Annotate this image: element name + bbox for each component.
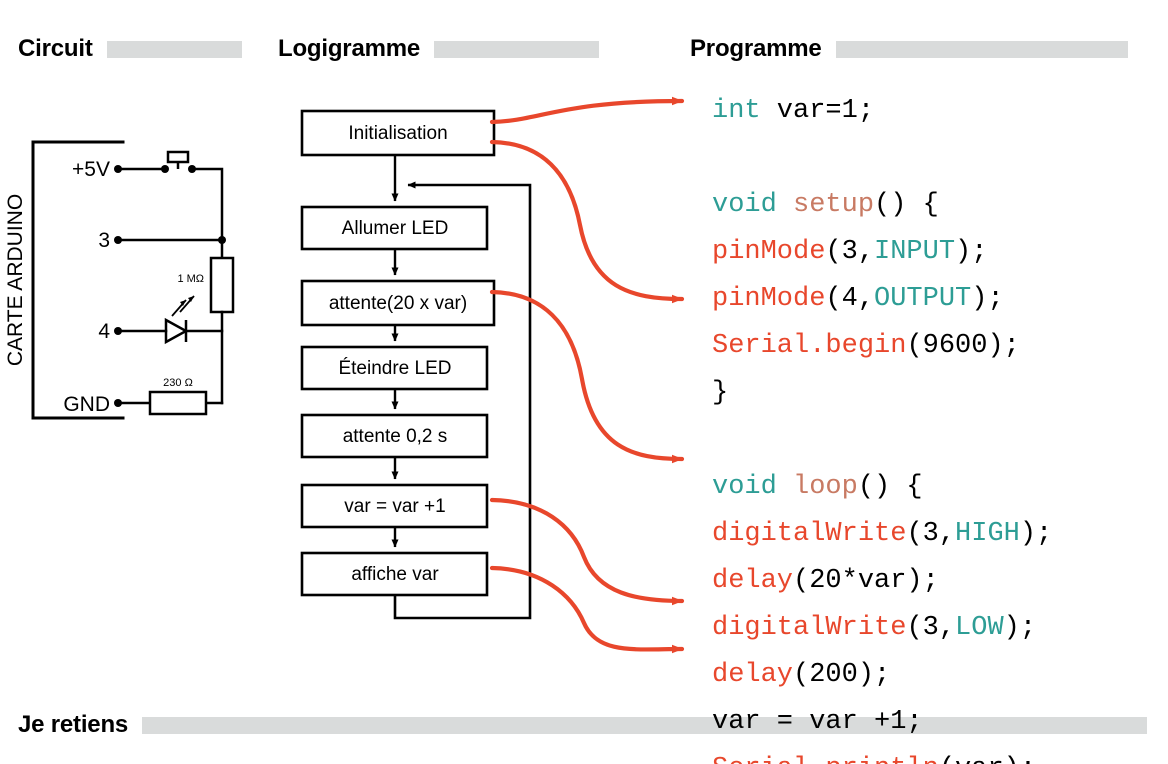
code-token: setup	[793, 190, 875, 220]
code-token: digitalWrite	[712, 519, 907, 549]
push-button-symbol	[161, 150, 196, 173]
code-token: int	[712, 96, 761, 126]
flow-label-on: Allumer LED	[342, 218, 449, 239]
code-token: LOW	[955, 613, 1004, 643]
led-symbol	[164, 295, 195, 345]
code-token: pinMode	[712, 237, 826, 267]
code-token: var = var +1;	[712, 707, 923, 737]
code-line: digitalWrite(3,HIGH);	[712, 511, 1052, 558]
code-token: delay	[712, 660, 794, 690]
code-token: (3,	[906, 613, 956, 643]
code-line: delay(200);	[712, 652, 1052, 699]
section-title-je-retiens: Je retiens	[18, 711, 129, 738]
code-token: );	[1019, 519, 1053, 549]
section-title-logigramme: Logigramme	[278, 35, 421, 62]
pin-label-3: 3	[98, 229, 110, 252]
code-token: }	[712, 378, 729, 408]
code-line: pinMode(3,INPUT);	[712, 229, 1052, 276]
section-header-logigramme: Logigramme	[278, 35, 600, 62]
code-token: pinMode	[712, 284, 826, 314]
section-bar-je-retiens	[142, 716, 1148, 734]
flow-box-print	[300, 551, 489, 597]
link-arrows-layer	[489, 96, 685, 654]
code-token: loop	[793, 472, 858, 502]
code-token: delay	[712, 566, 794, 596]
link-arrow-init-to-int-var	[489, 96, 685, 125]
code-line: void loop() {	[712, 464, 1052, 511]
flow-box-incr	[300, 483, 489, 529]
section-bar-logigramme	[434, 40, 600, 58]
flow-box-init	[300, 109, 496, 157]
flow-box-wait1	[300, 279, 496, 327]
code-token: (4,	[825, 284, 875, 314]
pin-nodes	[114, 165, 226, 407]
program-code: int var=1; void setup() {pinMode(3,INPUT…	[712, 88, 1052, 764]
code-token	[777, 472, 793, 502]
resistor-230-body	[148, 390, 208, 416]
pin-label-5v: +5V	[72, 158, 110, 181]
flowchart: Initialisation Allumer LED attente(20 x …	[300, 109, 532, 620]
flow-label-wait2: attente 0,2 s	[343, 426, 448, 447]
code-line: void setup() {	[712, 182, 1052, 229]
code-token: (200);	[793, 660, 891, 690]
link-arrow-incr-to-var	[489, 497, 685, 606]
section-bar-programme	[835, 40, 1128, 58]
link-arrow-init-to-serial-begin	[489, 139, 685, 304]
code-token: void	[712, 472, 777, 502]
code-line: pinMode(4,OUTPUT);	[712, 276, 1052, 323]
pin-label-gnd: GND	[63, 393, 110, 416]
code-line	[712, 135, 1052, 182]
section-title-programme: Programme	[690, 35, 822, 62]
code-token: (3,	[825, 237, 875, 267]
board-label: CARTE ARDUINO	[4, 194, 27, 366]
link-arrow-print-to-serial-println	[489, 565, 685, 654]
section-header-programme: Programme	[690, 36, 1128, 62]
code-token: INPUT	[874, 237, 956, 267]
code-line: delay(20*var);	[712, 558, 1052, 605]
code-token: );	[1003, 613, 1037, 643]
code-token: );	[955, 237, 988, 267]
code-token: Serial.begin	[712, 331, 907, 361]
flow-label-print: affiche var	[351, 564, 439, 585]
code-token: () {	[874, 190, 939, 220]
section-title-circuit: Circuit	[18, 35, 93, 62]
code-token: (20*var);	[793, 566, 939, 596]
code-line: Serial.println(var);	[712, 746, 1052, 764]
section-bar-circuit	[106, 40, 242, 58]
code-line: var = var +1;	[712, 699, 1052, 746]
circuit-schematic: CARTE ARDUINO +5V 3 4 GND	[4, 140, 235, 420]
code-token: digitalWrite	[712, 613, 907, 643]
link-arrow-wait1-to-delay	[489, 289, 685, 464]
flow-box-wait2	[300, 413, 489, 459]
code-token: HIGH	[955, 519, 1020, 549]
code-token: OUTPUT	[874, 284, 972, 314]
resistor-1m-label: 1 MΩ	[177, 273, 204, 285]
code-token: () {	[857, 472, 923, 502]
section-header-circuit: Circuit	[18, 36, 242, 62]
section-header-je-retiens: Je retiens	[18, 711, 1148, 738]
flow-label-init: Initialisation	[348, 123, 447, 144]
flow-label-wait1: attente(20 x var)	[329, 293, 467, 314]
code-line: int var=1;	[712, 88, 1052, 135]
flow-loopback-path	[393, 181, 532, 620]
code-token: );	[971, 284, 1004, 314]
code-token: var=1;	[760, 96, 875, 126]
code-token: (var);	[939, 754, 1036, 764]
wire-button-to-right-rail	[190, 167, 224, 242]
code-token: (3,	[906, 519, 956, 549]
code-token: (9600);	[906, 331, 1020, 361]
code-line: Serial.begin(9600);	[712, 323, 1052, 370]
pin-label-4: 4	[98, 320, 110, 343]
flow-label-off: Éteindre LED	[338, 358, 451, 379]
code-line	[712, 417, 1052, 464]
code-line: }	[712, 370, 1052, 417]
resistor-230-label: 230 Ω	[163, 377, 193, 389]
resistor-1m-body	[209, 256, 235, 314]
code-token: Serial.println	[712, 754, 939, 764]
code-token: void	[712, 190, 777, 220]
code-line: digitalWrite(3,LOW);	[712, 605, 1052, 652]
code-token	[777, 190, 793, 220]
flow-label-incr: var = var +1	[344, 496, 445, 517]
